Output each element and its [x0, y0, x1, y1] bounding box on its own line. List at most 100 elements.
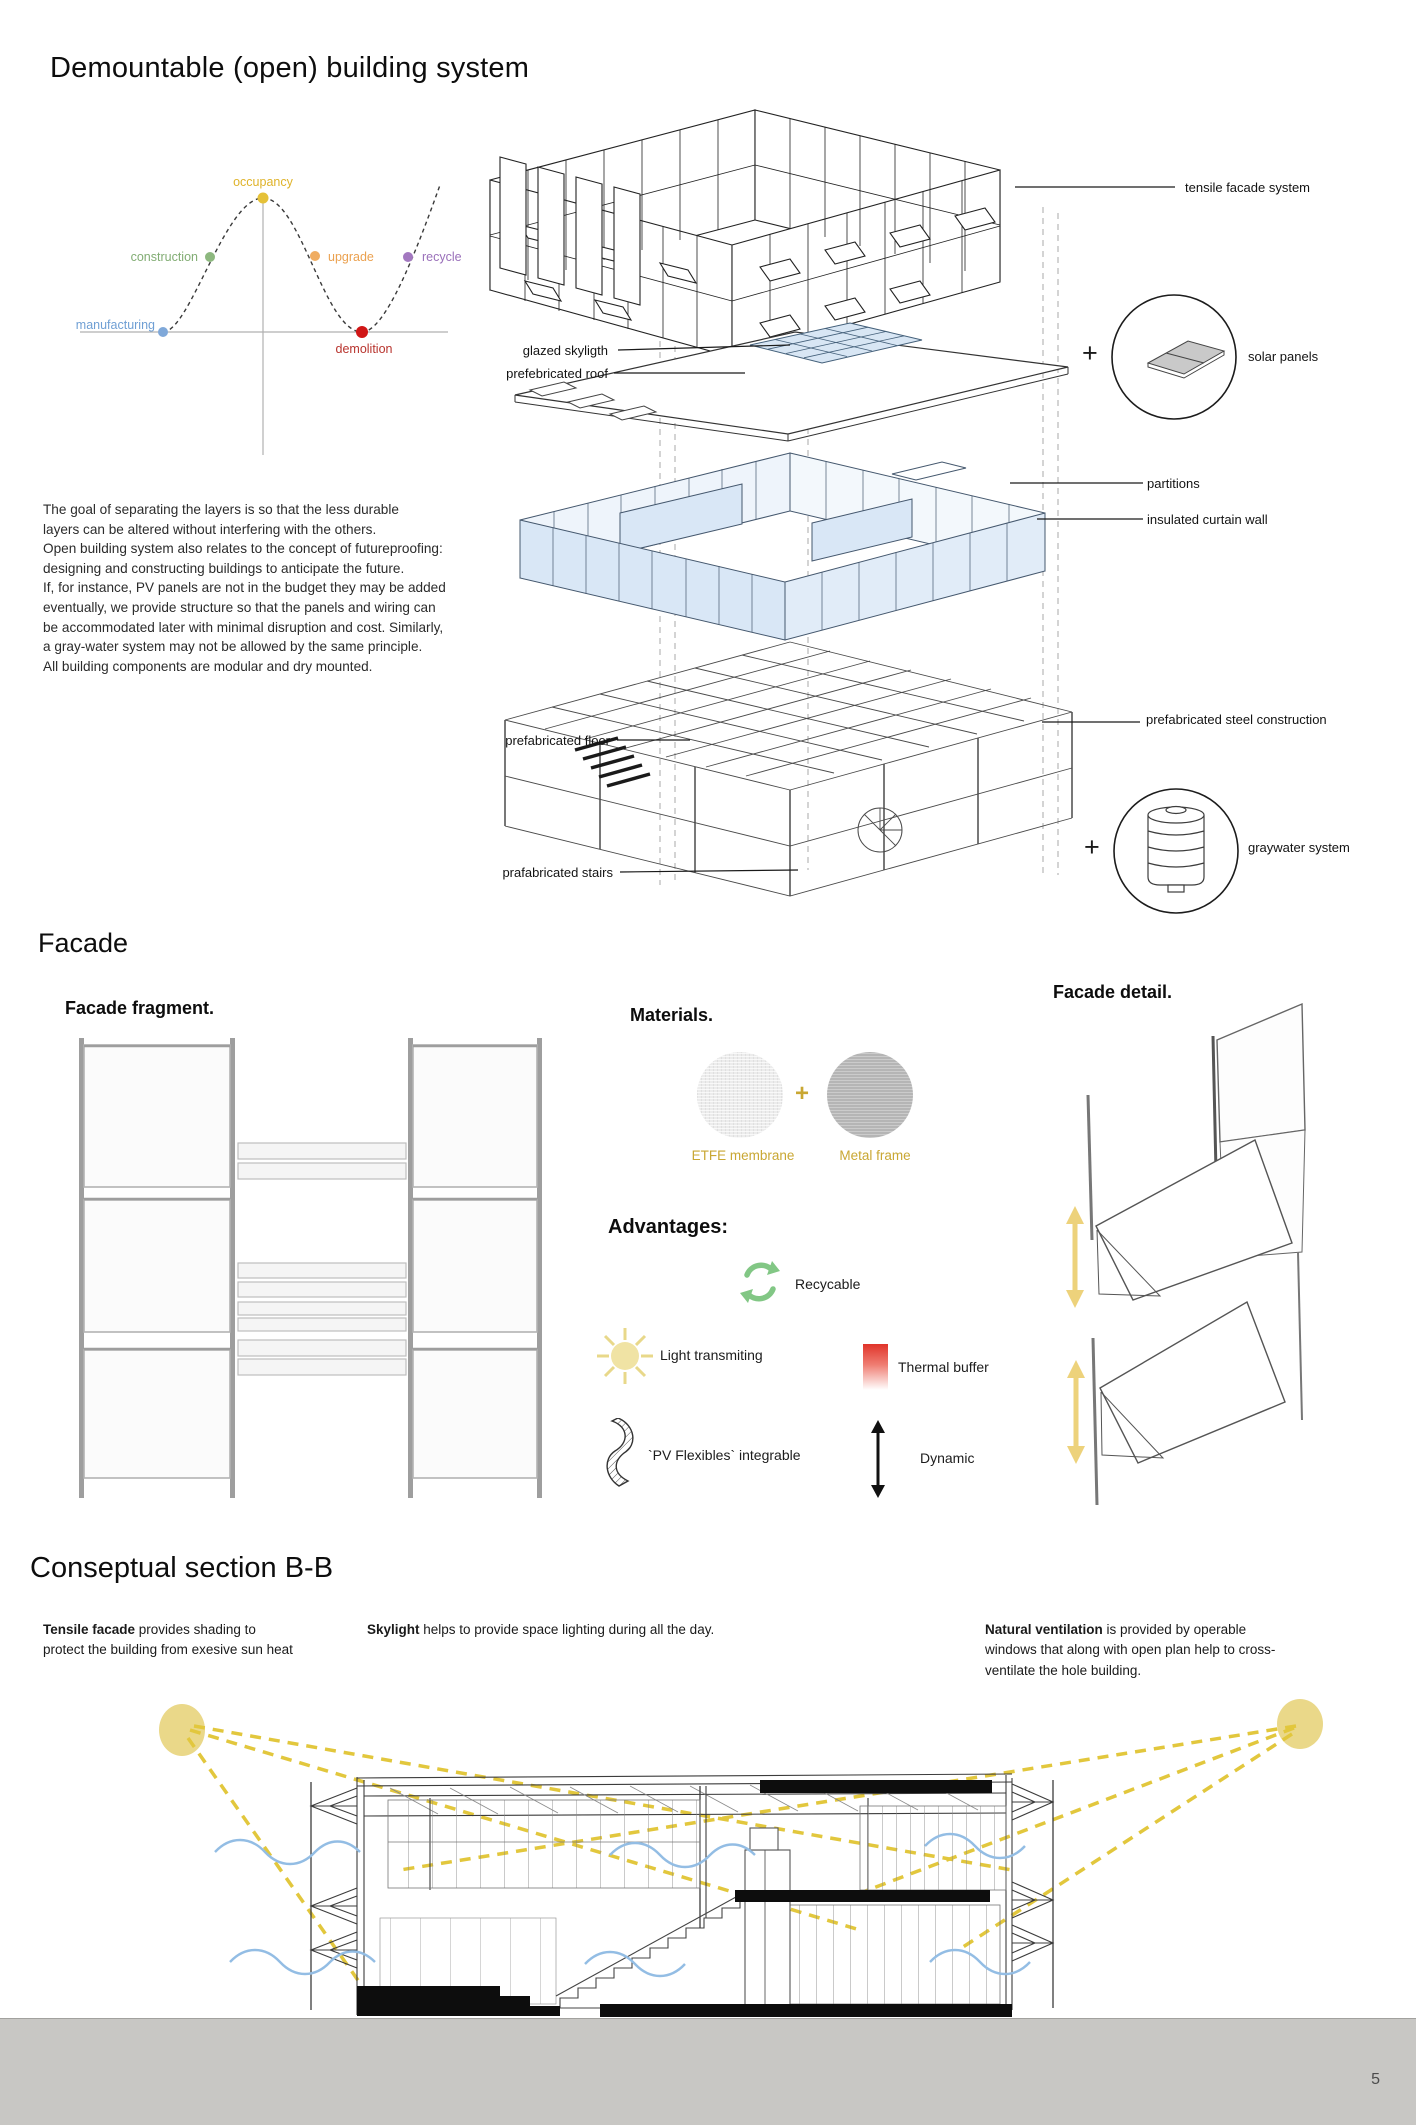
partitions-layer [519, 452, 1046, 641]
lifecycle-chart: occupancy construction upgrade recycle m… [76, 175, 462, 455]
stair-treads [574, 736, 651, 788]
advantage-recyclable-label: Recycable [795, 1276, 861, 1292]
metal-frame-swatch [827, 1052, 913, 1138]
detail-right-rail [1297, 1251, 1303, 1421]
label-prefabricated-roof: prefebricated roof [506, 366, 608, 381]
recycle-label: recycle [422, 250, 462, 264]
tensile-facade-layer [489, 109, 1001, 358]
manufacturing-dot [158, 327, 168, 337]
facade-fragment-drawing [79, 1038, 542, 1498]
spiral-stair [857, 807, 903, 853]
fragment-panels [83, 1044, 538, 1479]
stair [555, 1827, 791, 2009]
thermal-gradient-icon [863, 1344, 888, 1390]
upper-right-glazing [859, 1805, 1007, 1891]
sun-icon [597, 1328, 653, 1384]
tensile-truss-left [309, 1787, 358, 1969]
sun-icon [1277, 1699, 1323, 1749]
plus-icon: + [1084, 832, 1100, 862]
section-bb-drawing [159, 1699, 1323, 2017]
movement-arrow-icon [1066, 1206, 1085, 1464]
label-prefabricated-floor: prefabricated floor [505, 733, 610, 748]
detail-awning-panels [1095, 1138, 1293, 1464]
intro-paragraph: The goal of separating the layers is so … [43, 502, 446, 674]
upgrade-label: upgrade [328, 250, 374, 264]
recycle-icon [740, 1261, 780, 1303]
facade-fragment-title: Facade fragment. [65, 998, 215, 1018]
roof-curbs [528, 381, 658, 421]
advantage-pv-label: `PV Flexibles` integrable [648, 1447, 801, 1463]
label-solar-panels: solar panels [1248, 349, 1319, 364]
fragment-slats [237, 1142, 407, 1376]
leader-lines [614, 186, 1175, 873]
note-skylight: Skylight helps to provide space lighting… [367, 1620, 787, 1640]
advantage-dynamic-label: Dynamic [920, 1450, 975, 1466]
label-steel-construction: prefabricated steel construction [1146, 712, 1327, 727]
facade-pickets [499, 156, 641, 306]
label-glazed-skylight: glazed skyligth [522, 343, 608, 358]
facade-title: Facade [38, 928, 129, 958]
floor-slabs [357, 1780, 1012, 2017]
upper-left-glazing [387, 1799, 701, 1889]
facade-detail-title: Facade detail. [1053, 982, 1173, 1002]
upgrade-dot [310, 251, 320, 261]
note-rest: helps to provide space lighting during a… [419, 1622, 715, 1637]
demolition-label: demolition [336, 342, 393, 356]
exploded-axonometric [489, 109, 1239, 914]
note-rest: provides shading to protect the building… [43, 1622, 293, 1658]
gold-plus-icon: + [795, 1080, 810, 1107]
note-rest: is provided by operable windows that alo… [985, 1622, 1276, 1678]
facade-detail-drawing [1066, 1002, 1306, 1506]
graywater-detail [1113, 788, 1239, 914]
building-section [309, 1773, 1055, 2015]
fragment-posts [79, 1038, 542, 1498]
steel-frame-layer [504, 641, 1073, 897]
label-tensile-facade-system: tensile facade system [1185, 180, 1311, 195]
section-bb-title: Conseptual section B-B [30, 1552, 334, 1584]
columns [504, 712, 1073, 896]
detail-left-rail [1086, 1094, 1099, 1506]
solar-panels-detail [1111, 294, 1237, 420]
note-natural-ventilation: Natural ventilation is provided by opera… [985, 1620, 1295, 1681]
manufacturing-label: manufacturing [76, 318, 155, 332]
etfe-membrane-swatch [697, 1052, 783, 1138]
construction-dot [205, 252, 215, 262]
page-number: 5 [1371, 2071, 1380, 2088]
ventilation-waves [214, 1832, 1031, 1978]
advantages-title: Advantages: [608, 1216, 729, 1238]
note-lead: Skylight [367, 1622, 420, 1637]
roof-layer [514, 322, 1069, 442]
label-graywater-system: graywater system [1248, 840, 1350, 855]
graywater-tank-icon [1147, 805, 1205, 893]
page-title: Demountable (open) building system [50, 52, 530, 84]
skylight-grid [749, 322, 923, 364]
interior-room [891, 461, 967, 481]
interior-partition [811, 498, 913, 562]
ground-band: 5 [0, 2018, 1416, 2125]
occupancy-dot [257, 192, 269, 204]
sun-icon [159, 1704, 205, 1756]
dynamic-arrow-icon [871, 1420, 885, 1498]
solar-panels-icon [1146, 340, 1226, 379]
pv-flexible-icon [606, 1418, 634, 1487]
demolition-dot [356, 326, 368, 338]
fragment-rails [84, 1044, 537, 1351]
etfe-membrane-label: ETFE membrane [691, 1148, 795, 1163]
lifecycle-curve [162, 184, 441, 333]
note-lead: Tensile facade [43, 1622, 136, 1637]
label-prefabricated-stairs: prafabricated stairs [502, 865, 613, 880]
metal-frame-label: Metal frame [839, 1148, 911, 1163]
note-lead: Natural ventilation [985, 1622, 1103, 1637]
interior-partition [619, 483, 743, 554]
recycle-dot [403, 252, 413, 262]
advantage-light-label: Light transmiting [660, 1347, 763, 1363]
label-insulated-curtain-wall: insulated curtain wall [1147, 512, 1268, 527]
occupancy-label: occupancy [233, 175, 294, 189]
construction-label: construction [131, 250, 198, 264]
plus-icon: + [1082, 338, 1098, 368]
advantage-thermal-label: Thermal buffer [898, 1359, 989, 1375]
materials-title: Materials. [630, 1005, 714, 1025]
label-partitions: partitions [1147, 476, 1200, 491]
tensile-truss-right [1011, 1783, 1055, 1962]
